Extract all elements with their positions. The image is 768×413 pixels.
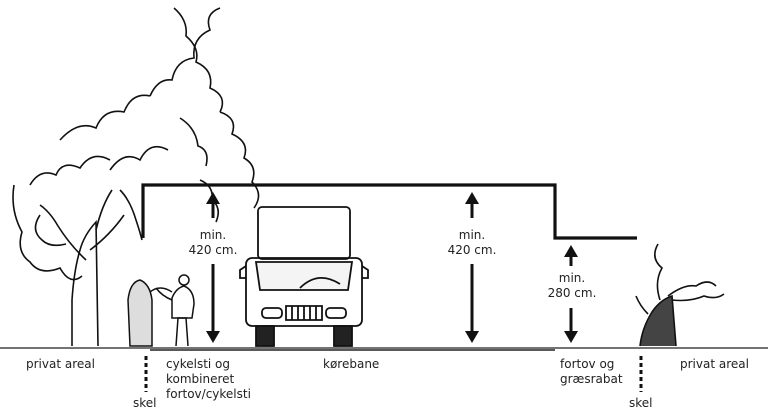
- sidewalk-line1: fortov og: [560, 357, 615, 371]
- skel-right-label: skel: [629, 396, 653, 410]
- bike-clearance-min: min.: [199, 228, 227, 242]
- bike-lane-line3: fortov/cykelsti: [166, 387, 251, 401]
- road-clearance-value: 420 cm.: [447, 243, 497, 257]
- carriageway-label: kørebane: [323, 357, 380, 371]
- bike-lane-line2: kombineret: [166, 372, 235, 386]
- bike-clearance-arrows: [206, 192, 220, 343]
- sidewalk-clearance-min: min.: [558, 271, 586, 285]
- sidewalk-label: fortov og græsrabat: [560, 357, 623, 387]
- bush-icon: [635, 243, 725, 347]
- private-area-right-label: privat areal: [680, 357, 749, 371]
- tree-icon: [12, 7, 260, 347]
- road-clearance-min: min.: [458, 228, 486, 242]
- truck-icon: [239, 206, 369, 347]
- sidewalk-clearance-arrows: [564, 245, 578, 343]
- skel-left-label: skel: [133, 396, 157, 410]
- bike-clearance-label: min. 420 cm.: [188, 228, 238, 258]
- road-clearance-label: min. 420 cm.: [447, 228, 497, 258]
- sidewalk-line2: græsrabat: [560, 372, 623, 386]
- sidewalk-clearance-label: min. 280 cm.: [545, 271, 599, 301]
- private-area-left-label: privat areal: [26, 357, 95, 371]
- bike-clearance-value: 420 cm.: [188, 243, 238, 257]
- bike-lane-line1: cykelsti og: [166, 357, 231, 371]
- bike-lane-label: cykelsti og kombineret fortov/cykelsti: [166, 357, 251, 402]
- road-clearance-arrows: [465, 192, 479, 343]
- sidewalk-clearance-value: 280 cm.: [547, 286, 597, 300]
- clearance-profile-outline: [141, 183, 637, 240]
- cyclist-icon: [127, 274, 195, 347]
